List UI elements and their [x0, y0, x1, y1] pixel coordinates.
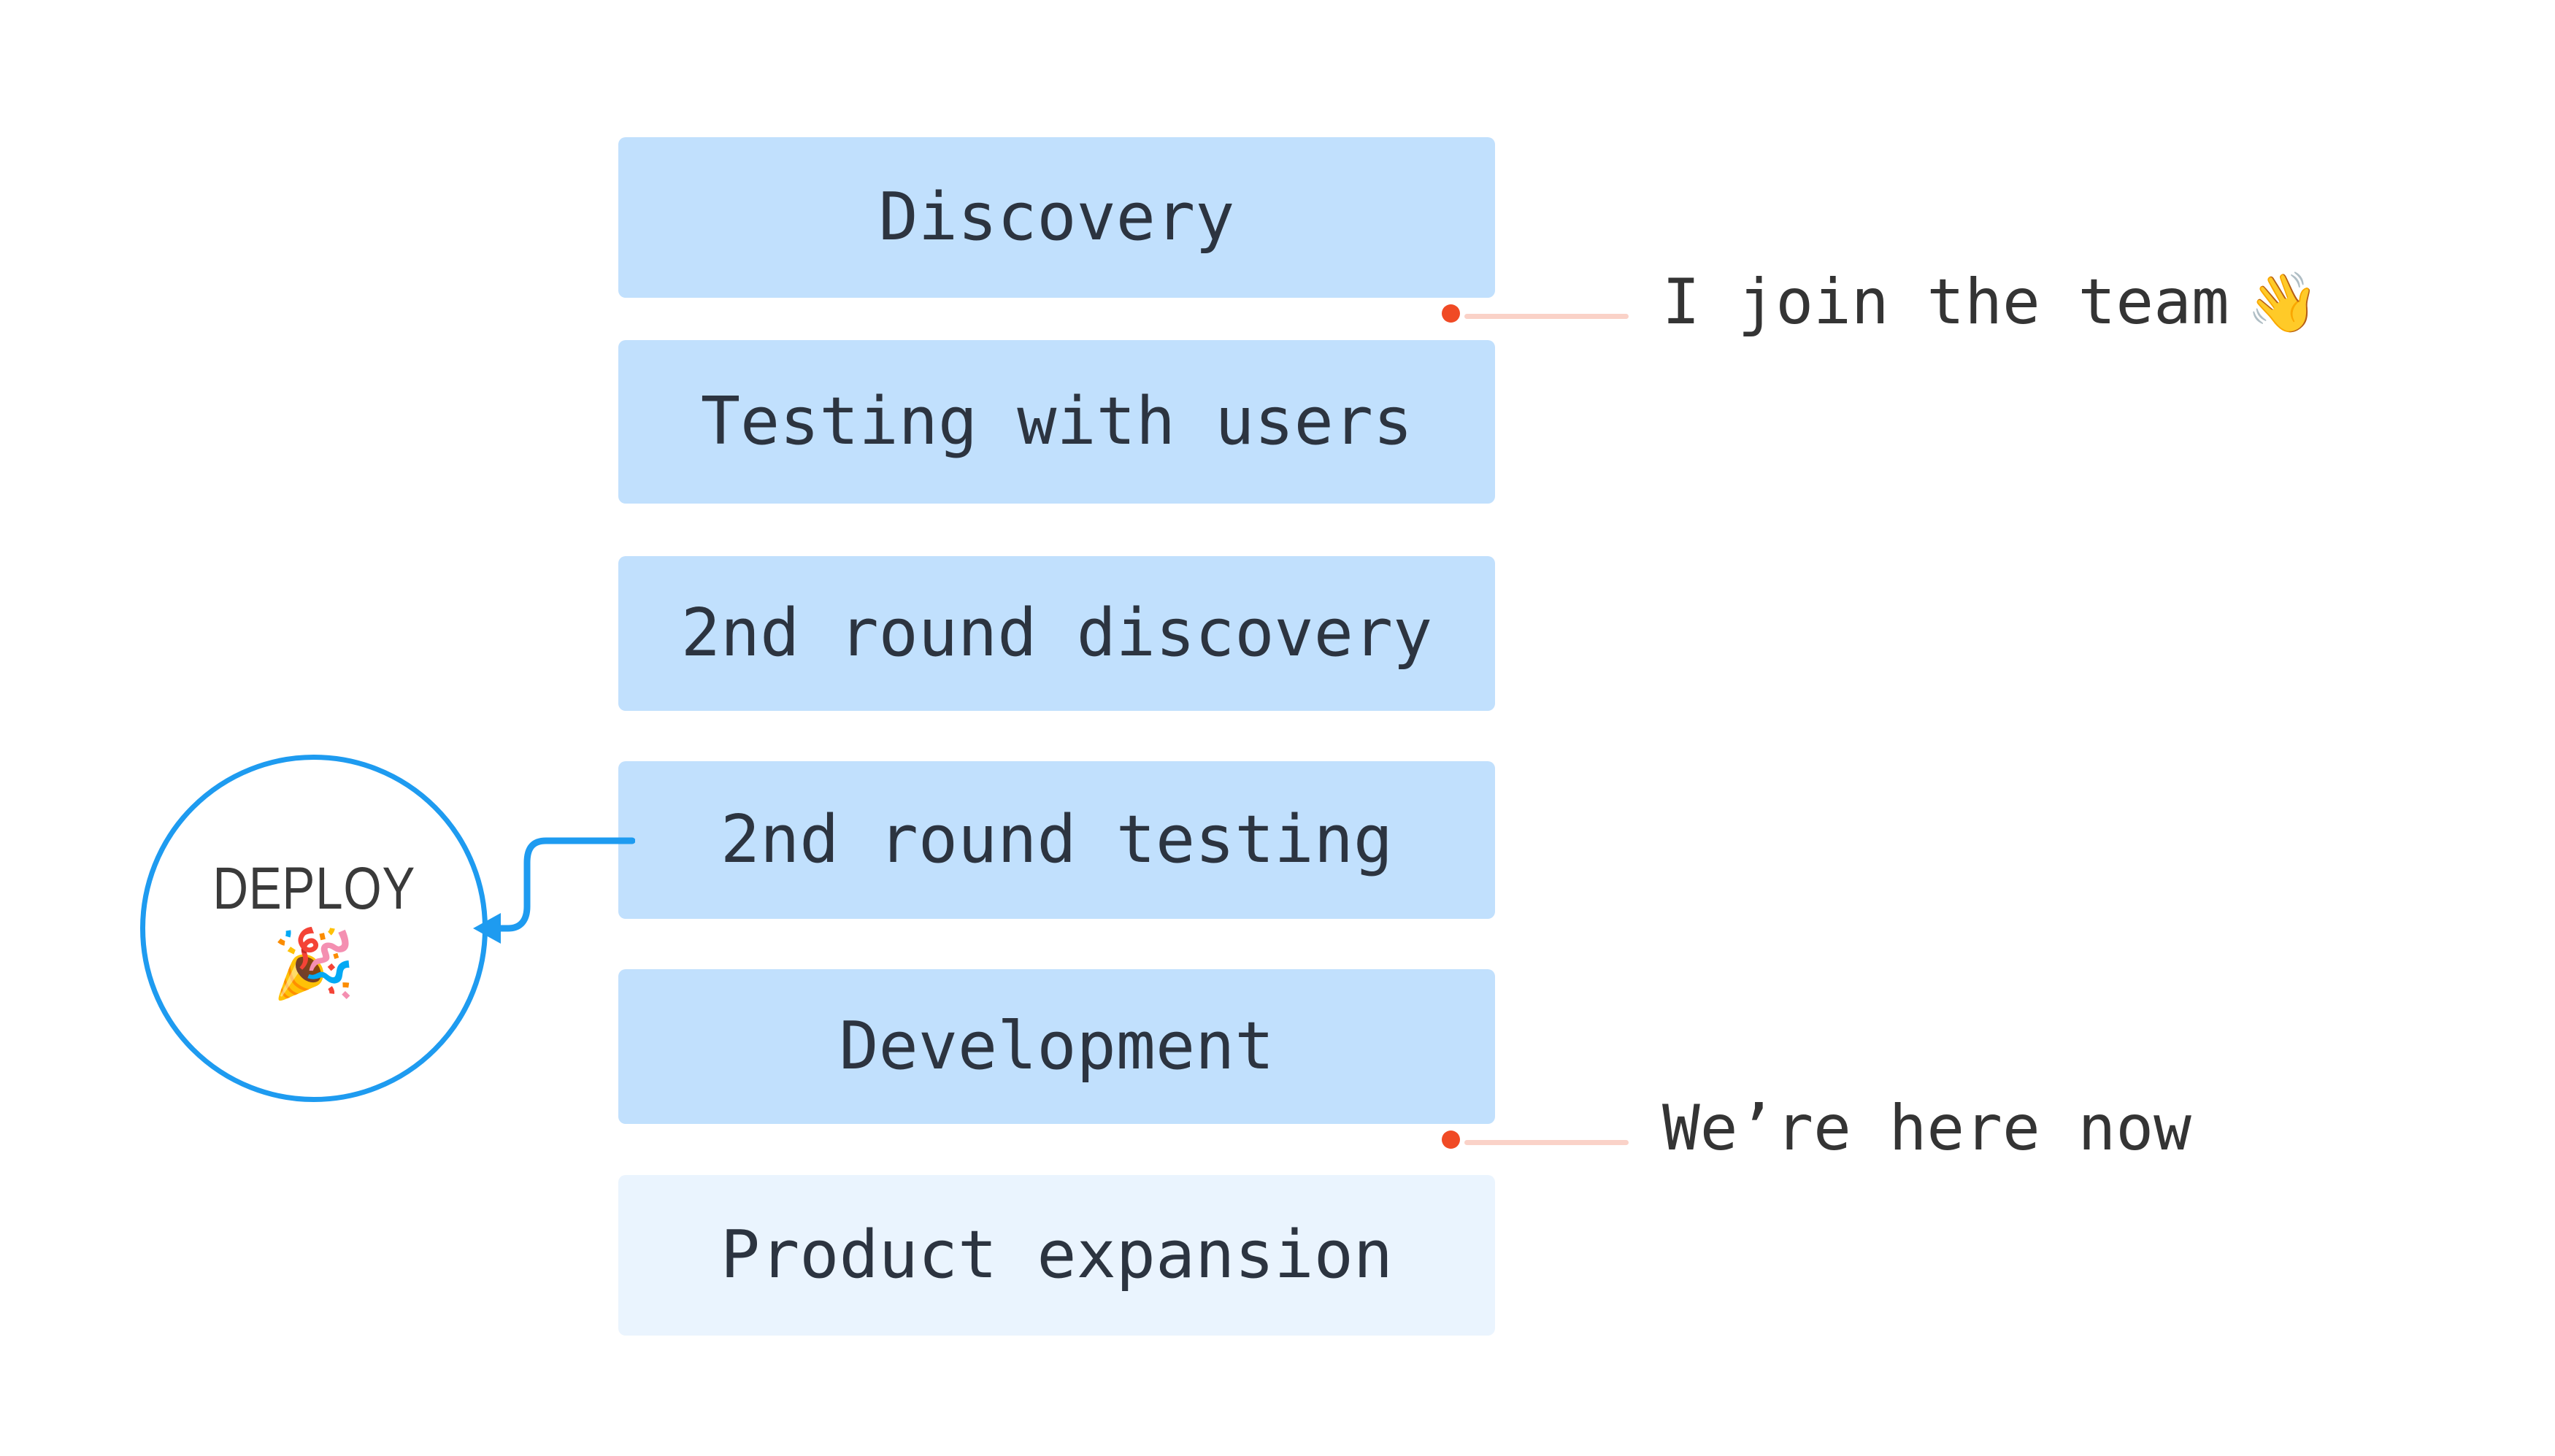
party-popper-emoji: 🎉	[272, 925, 356, 1003]
timeline-bar[interactable]: 2nd round testing	[618, 761, 1495, 919]
timeline-bar[interactable]: Development	[618, 969, 1495, 1124]
timeline-bar-label: 2nd round discovery	[680, 595, 1433, 671]
annotation-leader-line	[1464, 1140, 1629, 1145]
timeline-bar-label: Discovery	[878, 179, 1235, 255]
timeline-bar-label: Development	[839, 1008, 1275, 1085]
annotation-dot-marker	[1442, 1130, 1460, 1149]
timeline-bar[interactable]: Discovery	[618, 137, 1495, 298]
timeline-bar[interactable]: Product expansion	[618, 1175, 1495, 1336]
annotation-dot-marker	[1442, 304, 1460, 323]
timeline-bar-label: Product expansion	[720, 1217, 1394, 1293]
annotation-text: We’re here now	[1662, 1092, 2191, 1165]
timeline-bar[interactable]: 2nd round discovery	[618, 556, 1495, 711]
timeline-bar-label: 2nd round testing	[720, 801, 1394, 878]
curved-arrow-to-deploy-icon	[473, 837, 635, 944]
deploy-label: DEPLOY	[212, 855, 415, 922]
timeline-bar[interactable]: Testing with users	[618, 340, 1495, 504]
timeline-bar-label: Testing with users	[700, 383, 1413, 460]
deploy-milestone-circle[interactable]: DEPLOY 🎉	[140, 755, 488, 1102]
waving-hand-emoji: 👋	[2246, 269, 2320, 336]
annotation-text: I join the team	[1662, 266, 2229, 339]
annotation-leader-line	[1464, 314, 1629, 319]
